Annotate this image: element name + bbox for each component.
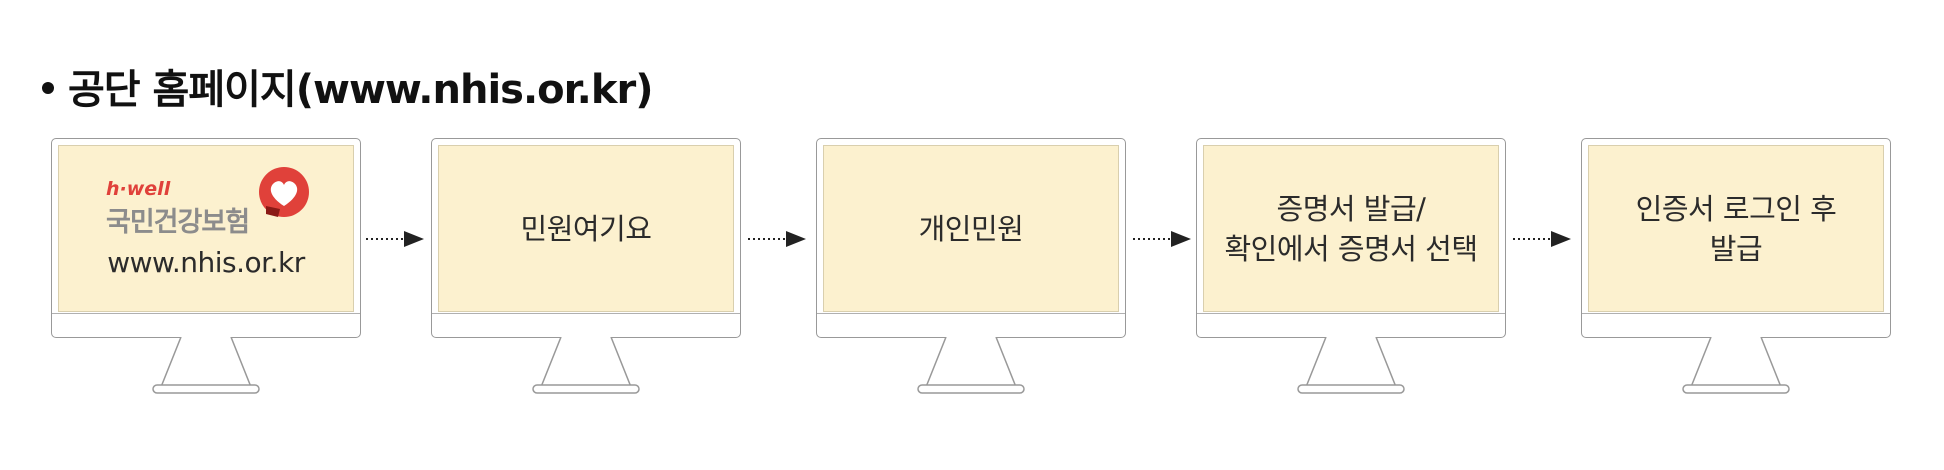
monitor-screen: 개인민원 — [823, 145, 1119, 312]
monitor-stand — [152, 337, 260, 394]
monitor-chin — [1197, 313, 1505, 314]
monitor-chin — [52, 313, 360, 314]
monitor-chin — [817, 313, 1125, 314]
monitor-screen: 인증서 로그인 후 발급 — [1588, 145, 1884, 312]
monitor-bezel: 인증서 로그인 후 발급 — [1581, 138, 1891, 338]
flow-arrow — [748, 231, 806, 247]
flow-arrow — [366, 231, 424, 247]
homepage-url: www.nhis.or.kr — [107, 246, 305, 279]
monitor-stand — [1682, 337, 1790, 394]
step-label: 인증서 로그인 후 발급 — [1635, 191, 1837, 266]
step-label: 개인민원 — [918, 211, 1024, 246]
monitor-stand — [917, 337, 1025, 394]
monitor-screen: h·well 국민건강보험 www.nhis.or.kr — [58, 145, 354, 312]
flow-arrow — [1133, 231, 1191, 247]
monitor-bezel: h·well 국민건강보험 www.nhis.or.kr — [51, 138, 361, 338]
section-heading: 공단 홈페이지(www.nhis.or.kr) — [42, 58, 653, 114]
monitor-screen: 증명서 발급/ 확인에서 증명서 선택 — [1203, 145, 1499, 312]
logo-name: 국민건강보험 — [106, 207, 250, 238]
monitor-bezel: 증명서 발급/ 확인에서 증명서 선택 — [1196, 138, 1506, 338]
monitor-step-2: 개인민원 — [816, 138, 1126, 394]
bullet-dot — [42, 82, 54, 94]
monitor-screen: 민원여기요 — [438, 145, 734, 312]
nhis-logo: h·well 국민건강보험 — [96, 167, 316, 240]
step-label: 민원여기요 — [520, 211, 652, 246]
monitor-stand — [532, 337, 640, 394]
step-label: 증명서 발급/ 확인에서 증명서 선택 — [1224, 191, 1478, 266]
monitor-chin — [432, 313, 740, 314]
flow-arrow — [1513, 231, 1571, 247]
heart-icon — [259, 167, 309, 217]
monitor-stand — [1297, 337, 1405, 394]
monitor-step-3: 증명서 발급/ 확인에서 증명서 선택 — [1196, 138, 1506, 394]
monitor-bezel: 개인민원 — [816, 138, 1126, 338]
monitor-chin — [1582, 313, 1890, 314]
monitor-bezel: 민원여기요 — [431, 138, 741, 338]
logo-tagline: h·well — [106, 178, 171, 200]
monitor-step-1: 민원여기요 — [431, 138, 741, 394]
monitor-step-4: 인증서 로그인 후 발급 — [1581, 138, 1891, 394]
heading-title: 공단 홈페이지(www.nhis.or.kr) — [68, 67, 653, 113]
monitor-homepage: h·well 국민건강보험 www.nhis.or.kr — [51, 138, 361, 394]
